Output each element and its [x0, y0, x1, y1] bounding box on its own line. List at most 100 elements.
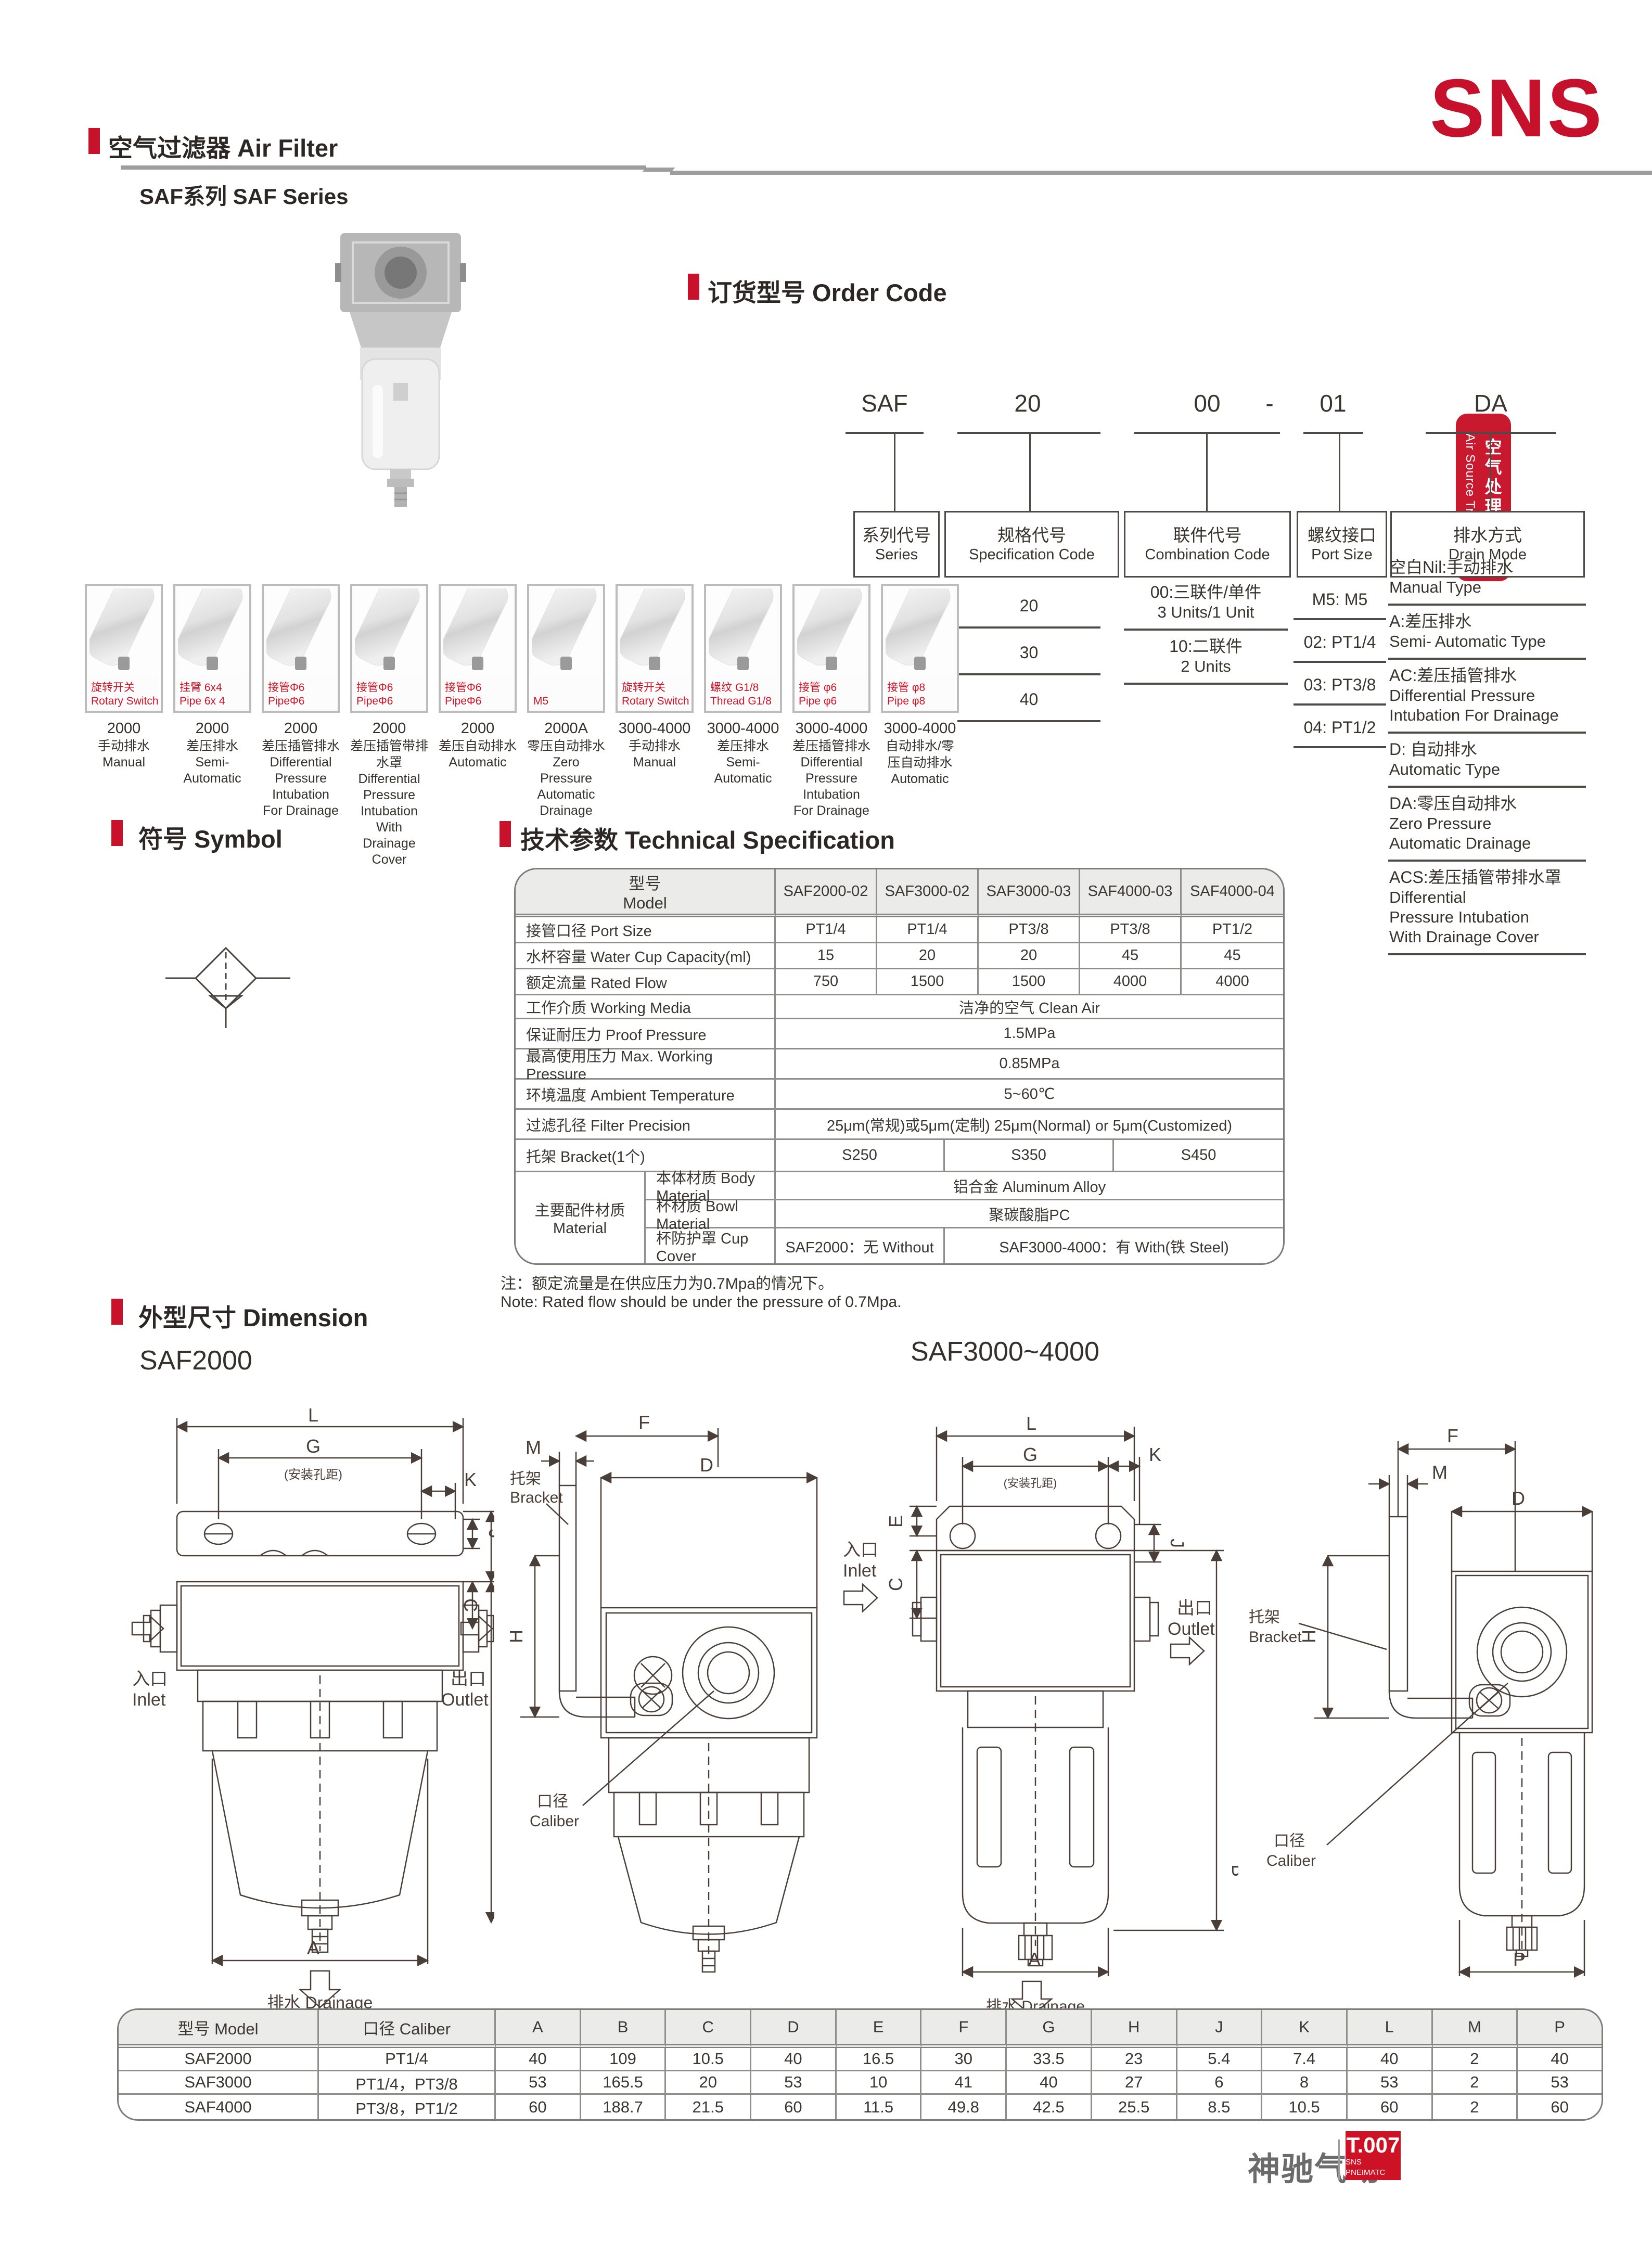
spec-options: 20 30 40: [957, 587, 1100, 722]
variant-photo: 挂臂 6x4 Pipe 6x 4: [173, 584, 251, 713]
dim-cell: 53: [1347, 2071, 1433, 2095]
dim-cell: 10.5: [1262, 2095, 1348, 2119]
spec-row-label: 工作介质 Working Media: [516, 995, 776, 1019]
variant-photo: 旋转开关 Rotary Switch: [616, 584, 694, 713]
dim-cell: 2: [1433, 2095, 1518, 2119]
dim-label-k: K: [1149, 1444, 1161, 1465]
port-option: 04: PT1/2: [1303, 718, 1376, 737]
variant-item: 接管 φ8 Pipe φ8 3000-4000 自动排水/零压自动排水 Auto…: [881, 584, 959, 868]
dim-label-d: D: [1512, 1488, 1525, 1509]
variant-en: Automatic: [891, 772, 949, 786]
header-rule-2: [670, 171, 1652, 175]
dim-col-header: 口径 Caliber: [319, 2010, 496, 2048]
variant-model: 3000-4000: [795, 720, 868, 737]
spec-table: 型号 Model SAF2000-02 SAF3000-02 SAF3000-0…: [514, 868, 1285, 1265]
section-marker: [88, 128, 100, 154]
spec-cover-label: 杯防护罩 Cup Cover: [646, 1228, 776, 1263]
code-connector: [1029, 433, 1031, 511]
box-spec-en: Specification Code: [969, 546, 1095, 563]
variant-tag: 接管Φ6 PipeΦ6: [445, 682, 482, 707]
variant-en: Manual: [103, 755, 145, 770]
variant-photo: 接管 φ8 Pipe φ8: [881, 584, 959, 713]
order-code-heading: 订货型号 Order Code: [708, 279, 947, 306]
variant-item: 挂臂 6x4 Pipe 6x 4 2000 差压排水 Semi-Automati…: [173, 584, 251, 868]
variant-cn: 差压插管带排水罩: [350, 739, 429, 770]
spec-value: 15: [776, 943, 877, 969]
dim-cell: PT3/8，PT1/2: [319, 2095, 496, 2119]
spec-cover-right: SAF3000-4000：有 With(铁 Steel): [999, 1239, 1229, 1256]
dim-cell: 21.5: [666, 2095, 752, 2119]
box-series: 系列代号 Series: [853, 511, 940, 578]
variant-model: 2000: [284, 720, 318, 737]
port-option: 03: PT3/8: [1303, 675, 1376, 694]
spec-model: SAF4000-03: [1080, 869, 1182, 917]
dim-cell: 53: [1518, 2071, 1602, 2095]
filter-symbol: [165, 946, 290, 1028]
dim-cell: 40: [496, 2048, 581, 2071]
drain-option-cn: A:差压排水: [1389, 612, 1472, 631]
port-options: M5: M5 02: PT1/4 03: PT3/8 04: PT1/2: [1294, 582, 1386, 748]
dim-label-c: C: [885, 1578, 906, 1591]
section-marker: [500, 821, 511, 847]
dim-label-g: G: [1023, 1444, 1038, 1465]
spec-model-header-cn: 型号: [629, 875, 661, 893]
dim-cell: 40: [751, 2048, 837, 2071]
code-underline: [1426, 432, 1556, 434]
spec-bowl-material-label: 杯材质 Bowl Material: [646, 1198, 776, 1233]
drain-option-cn: D: 自动排水: [1389, 740, 1477, 759]
bracket-label-en: Bracket: [1249, 1629, 1302, 1646]
dim-label-a: A: [307, 1937, 319, 1958]
page-title: 空气过滤器 Air Filter: [108, 134, 338, 162]
spec-model: SAF4000-04: [1182, 869, 1283, 917]
box-comb: 联件代号 Combination Code: [1124, 511, 1291, 578]
box-spec-cn: 规格代号: [997, 526, 1066, 545]
caliber-label-cn: 口径: [1274, 1833, 1305, 1850]
drain-option-cn: ACS:差压插管带排水罩: [1389, 868, 1561, 887]
variant-model: 3000-4000: [618, 720, 691, 737]
dim-label-j: J: [485, 1529, 494, 1539]
variant-cn: 差压排水: [716, 739, 769, 753]
variant-cn: 零压自动排水: [527, 739, 606, 753]
spec-value: 4000: [1080, 969, 1182, 995]
drain-option-en: Pressure Intubation: [1389, 908, 1529, 926]
box-drain-en: Drain Mode: [1449, 546, 1527, 563]
variant-model: 2000: [372, 720, 406, 737]
dim-cell: 20: [666, 2071, 752, 2095]
spec-row-label: 水杯容量 Water Cup Capacity(ml): [516, 943, 776, 969]
variant-item: 旋转开关 Rotary Switch 3000-4000 手动排水 Manual: [616, 584, 694, 868]
drain-option-en: Differential Pressure: [1389, 686, 1535, 704]
outlet-label-en: Outlet: [441, 1690, 489, 1710]
spec-bracket-value: S450: [1114, 1140, 1283, 1172]
dim-cell: 40: [1518, 2048, 1602, 2071]
variant-cn: 差压自动排水: [439, 739, 517, 753]
variant-photo: 旋转开关 Rotary Switch: [85, 584, 163, 713]
drawing-saf3000-front: 入口 Inlet L G (安装孔距) K E J C 出口 Outlet B …: [843, 1413, 1238, 2014]
spec-body-material-value: 铝合金 Aluminum Alloy: [776, 1172, 1283, 1200]
dim-col-header: F: [921, 2010, 1007, 2048]
box-port-en: Port Size: [1311, 546, 1373, 563]
spec-row-label: 额定流量 Rated Flow: [516, 969, 776, 995]
bracket-label-cn: 托架: [510, 1470, 541, 1488]
box-series-cn: 系列代号: [862, 526, 931, 545]
spec-model-header-en: Model: [623, 894, 667, 912]
variant-cn: 差压排水: [186, 739, 238, 753]
footer-divider: [1338, 2139, 1340, 2180]
caliber-label-cn: 口径: [537, 1793, 568, 1810]
dim-col-header: G: [1007, 2010, 1092, 2048]
header-rule: [121, 165, 646, 170]
spec-material-label: 主要配件材质 Material: [516, 1172, 646, 1263]
dim-label-mount: (安装孔距): [284, 1468, 342, 1482]
drawing-saf3000-side: F M D H 托架 Bracket 口径 Caliber P: [1249, 1425, 1594, 1978]
spec-row-label: 接管口径 Port Size: [516, 917, 776, 943]
dim-cell: 165.5: [581, 2071, 667, 2095]
variant-photo: 接管Φ6 PipeΦ6: [439, 584, 517, 713]
variant-tag: 接管 φ8 Pipe φ8: [887, 682, 926, 707]
spec-value: PT1/4: [776, 917, 877, 943]
dim-cell: 23: [1092, 2048, 1177, 2071]
variant-tag: 接管Φ6 PipeΦ6: [356, 682, 393, 707]
dim-cell: 41: [921, 2071, 1007, 2095]
inlet-label-cn: 入口: [843, 1540, 878, 1560]
spec-material-label-en: Material: [553, 1220, 607, 1237]
dim-cell: 6: [1177, 2071, 1263, 2095]
dim-col-header: B: [581, 2010, 667, 2048]
